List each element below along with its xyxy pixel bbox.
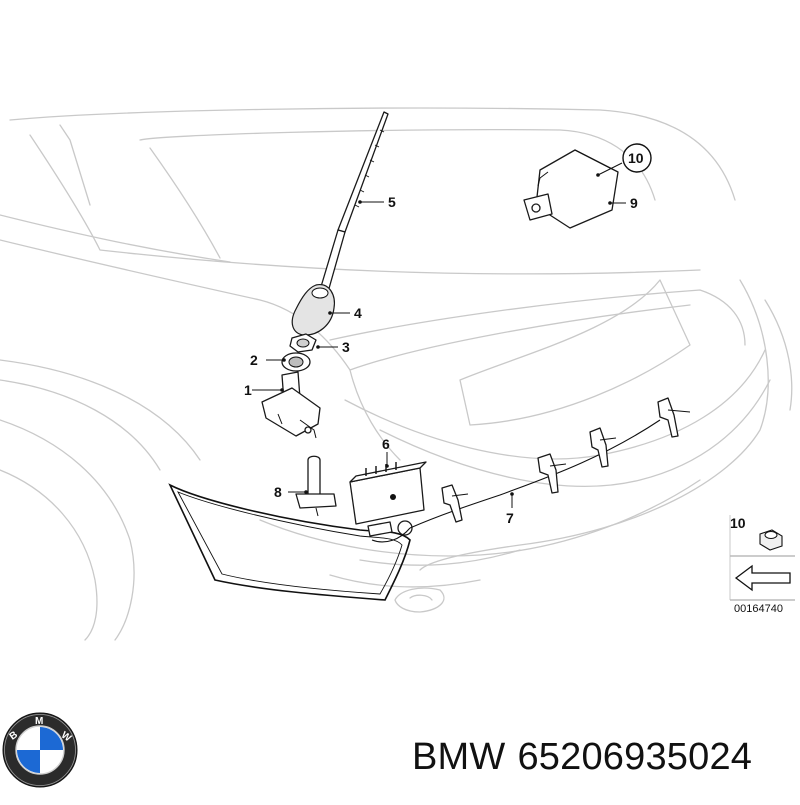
reference-number: 00164740 — [734, 603, 783, 615]
inset-callout-10: 10 — [730, 515, 746, 531]
antenna-base-cover — [291, 284, 335, 336]
callout-8: 8 — [274, 484, 282, 500]
callout-2: 2 — [250, 352, 258, 368]
callout-5: 5 — [388, 194, 396, 210]
callout-4: 4 — [354, 305, 362, 321]
callout-1: 1 — [244, 382, 252, 398]
connector-part — [295, 455, 337, 517]
logo-letter-m: M — [35, 716, 43, 727]
part-caption: BMW 65206935024 — [412, 736, 764, 779]
bumper-cover — [168, 483, 411, 601]
inset-box: 10 00164740 — [729, 515, 795, 615]
gasket-part — [281, 352, 311, 372]
part-number: 65206935024 — [517, 736, 753, 778]
callout-7: 7 — [506, 510, 514, 526]
brand-name: BMW — [412, 736, 506, 778]
antenna-base — [261, 371, 321, 439]
callout-labels: 1 2 3 4 5 6 7 8 9 10 — [244, 150, 644, 526]
nut-part — [289, 333, 317, 353]
callout-10: 10 — [628, 150, 644, 166]
cable-harness — [371, 397, 691, 543]
trunk-module — [523, 149, 619, 229]
arrow-icon — [734, 564, 791, 592]
callout-6: 6 — [382, 436, 390, 452]
antenna-module — [349, 461, 427, 537]
callout-circle-10 — [622, 143, 652, 173]
bmw-logo: B M W — [2, 712, 78, 788]
leader-lines — [252, 143, 652, 508]
rod-antenna — [319, 111, 389, 293]
callout-9: 9 — [630, 195, 638, 211]
callout-3: 3 — [342, 339, 350, 355]
car-body-outline — [0, 107, 793, 641]
